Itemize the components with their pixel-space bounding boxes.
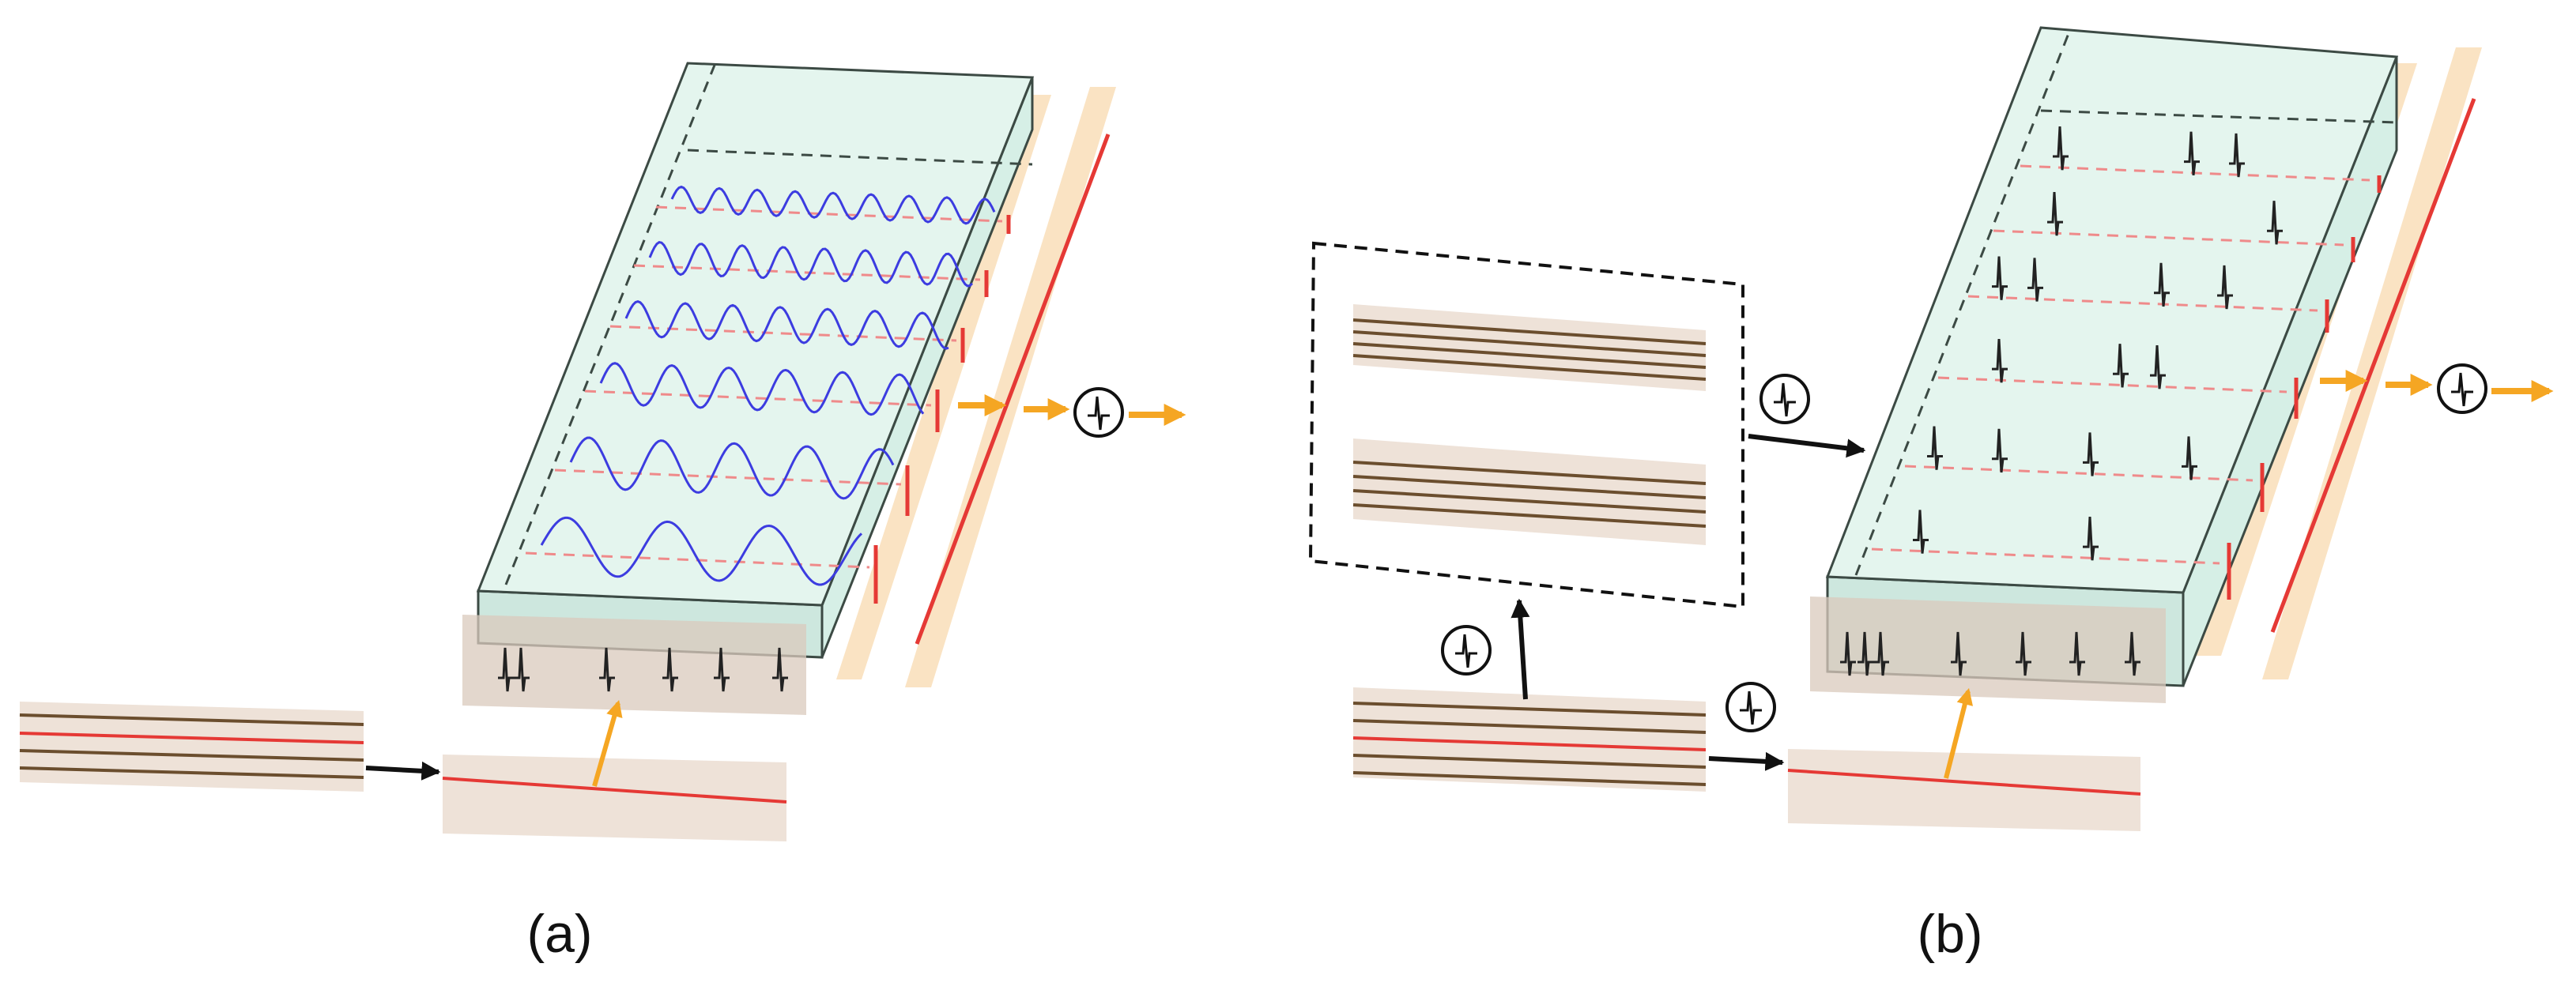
arrow-up-to-memory: [1511, 598, 1530, 700]
level-line: [633, 264, 981, 281]
input-spike: [772, 647, 788, 692]
orange-up-arrow-b: [1944, 687, 1974, 779]
level-line: [1871, 548, 2220, 565]
reservoir-spike: [2047, 192, 2063, 236]
arrow-to-selected: [365, 761, 441, 781]
reservoir-spike: [2229, 133, 2245, 178]
output-line: [915, 134, 1111, 645]
panel-a: (a): [19, 62, 1186, 964]
input-spike: [2069, 631, 2085, 676]
input-spikes-b: [1840, 631, 2140, 676]
reservoir-spike: [2150, 345, 2166, 390]
reservoir-spike: [2053, 126, 2069, 171]
arrow-to-selected-b: [1708, 751, 1785, 771]
reservoir-spike: [1992, 339, 2008, 383]
reservoir-spike: [2154, 262, 2170, 307]
level-line: [609, 325, 957, 342]
memory-dashed-box: [1308, 241, 1744, 609]
level-line: [1967, 295, 2318, 312]
oscillation-traces: [540, 185, 996, 586]
reservoir-spike: [2267, 201, 2283, 245]
level-lines-b: [1871, 164, 2370, 565]
input-spike: [1858, 631, 1873, 676]
reservoir-spike: [1992, 428, 2008, 473]
input-spike: [498, 647, 514, 692]
spike-clock-icon: [2437, 363, 2487, 414]
reservoir-spike: [1992, 256, 2008, 300]
readout-ticks-b: [2227, 175, 2382, 600]
arrow-memory-to-reservoir: [1748, 434, 1866, 458]
level-line: [1904, 465, 2254, 482]
input-spike: [662, 647, 678, 692]
level-line: [584, 390, 932, 407]
output-line-b: [2270, 98, 2476, 633]
reservoir-spike: [2184, 131, 2200, 175]
level-line: [2020, 164, 2370, 182]
input-multiline-strip: [19, 702, 364, 792]
panel-b: (b): [1308, 26, 2554, 964]
oscillation-trace: [569, 436, 895, 500]
readout-ticks: [873, 215, 1011, 604]
input-spike: [1951, 631, 1967, 676]
input-spikes: [498, 647, 788, 692]
level-line: [554, 469, 902, 486]
spike-clock-icon: [1073, 387, 1124, 438]
oscillation-trace: [540, 516, 863, 586]
reservoir-spike: [2113, 344, 2129, 388]
reservoir-spikes: [1913, 126, 2283, 561]
reservoir-spike: [2182, 436, 2197, 480]
input-multiline-strip-b: [1352, 687, 1707, 792]
side-strip: [836, 95, 1051, 679]
reservoir-spike: [1927, 426, 1943, 470]
panel-a-label: (a): [526, 904, 592, 964]
oscillation-trace: [599, 362, 925, 416]
memory-strip-2: [1352, 438, 1707, 545]
panel-b-label: (b): [1917, 904, 1982, 964]
reservoir-spike: [2027, 258, 2043, 302]
oscillation-trace: [670, 185, 996, 225]
input-spike: [599, 647, 615, 692]
input-spike: [2016, 631, 2031, 676]
selected-line-strip-b: [1787, 749, 2141, 831]
reservoir-spike: [2083, 432, 2099, 476]
oscillation-trace: [648, 241, 974, 288]
input-spike: [714, 647, 730, 692]
spike-clock-icon: [1726, 682, 1776, 732]
reservoir-spike: [2217, 265, 2233, 310]
input-spike-strip: [462, 615, 806, 715]
memory-strip-1: [1352, 304, 1707, 391]
selected-line-strip: [442, 755, 787, 841]
input-spike: [1873, 631, 1889, 676]
oscillation-trace: [624, 300, 949, 350]
input-spike-strip-b: [1810, 596, 2166, 703]
spike-clock-icon: [1441, 625, 1492, 676]
input-spike: [514, 647, 530, 692]
level-line: [1993, 229, 2344, 246]
input-spike: [1840, 631, 1856, 676]
level-line: [655, 205, 1003, 223]
spike-clock-icon: [1759, 374, 1810, 424]
orange-up-arrow: [592, 699, 623, 787]
input-spike: [2125, 631, 2140, 676]
level-line: [1937, 376, 2287, 393]
reservoir-spike: [1913, 510, 1929, 554]
reservoir-spike: [2083, 516, 2099, 561]
